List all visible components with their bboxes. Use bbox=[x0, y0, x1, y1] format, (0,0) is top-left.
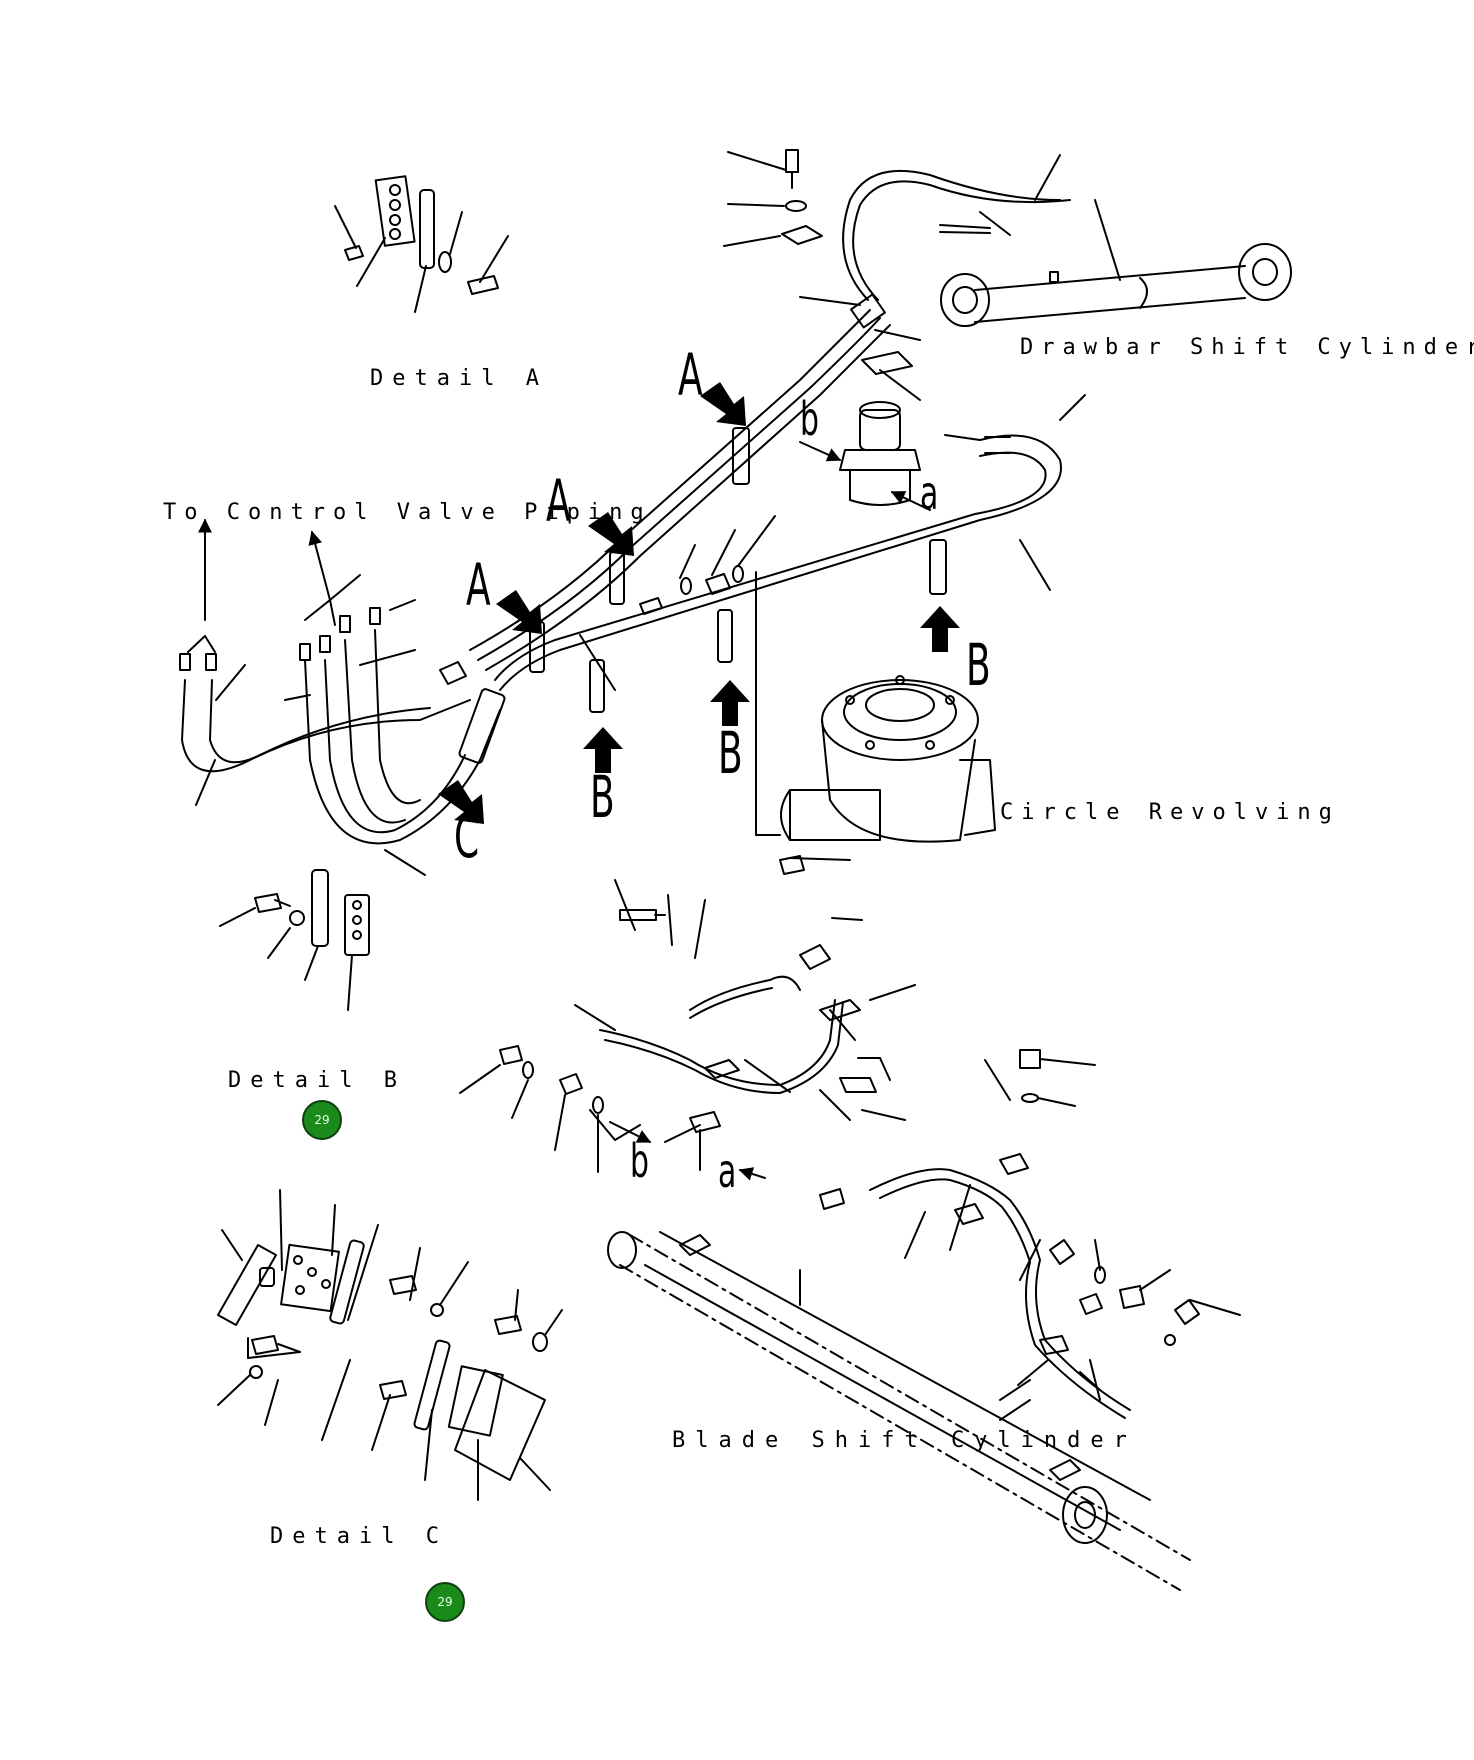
view-marker-b-1: B bbox=[966, 631, 991, 699]
top-fastener-stack bbox=[723, 149, 823, 247]
blade-shift-hose-lower bbox=[819, 1049, 1241, 1419]
detail-c-label: Detail C bbox=[270, 1524, 448, 1549]
circle-revolving-label: Circle Revolving bbox=[1000, 800, 1340, 825]
detail-a-label: Detail A bbox=[370, 366, 548, 391]
swivel-joint bbox=[799, 401, 931, 511]
blade-shift-cylinder-drawing bbox=[607, 1231, 1191, 1591]
detail-b-label: Detail B bbox=[228, 1068, 406, 1093]
connection-marker-b-upper: b bbox=[800, 392, 819, 446]
view-marker-a-3: A bbox=[466, 551, 491, 619]
view-marker-a-2: A bbox=[546, 467, 571, 535]
detail-c-parts bbox=[217, 1189, 563, 1501]
detail-b-parts bbox=[219, 869, 370, 1011]
connection-marker-b-lower: b bbox=[630, 1134, 649, 1188]
pointer-arrows bbox=[438, 382, 960, 824]
view-marker-b-3: B bbox=[590, 763, 615, 831]
arrow-a-1 bbox=[700, 382, 746, 426]
connection-marker-a-lower: a bbox=[718, 1144, 737, 1198]
arrow-c bbox=[438, 780, 484, 824]
to-control-valve-label: To Control Valve Piping bbox=[163, 500, 652, 525]
view-marker-c: C bbox=[454, 803, 480, 871]
arrow-b-2 bbox=[710, 680, 750, 726]
connection-marker-a-upper: a bbox=[920, 466, 939, 520]
arrow-a-3 bbox=[496, 590, 542, 634]
blade-shift-hose-upper bbox=[459, 855, 916, 1181]
fitting-group bbox=[579, 515, 781, 836]
detail-b-page-link-badge[interactable]: 29 bbox=[302, 1100, 342, 1140]
arrow-b-3 bbox=[583, 727, 623, 773]
right-loop-hoses bbox=[494, 394, 1086, 713]
arrow-a-2 bbox=[588, 512, 634, 556]
detail-c-page-link-badge[interactable]: 29 bbox=[425, 1582, 465, 1622]
view-marker-a-1: A bbox=[678, 341, 703, 409]
circle-revolving-motor bbox=[780, 675, 996, 843]
arrow-b-1 bbox=[920, 606, 960, 652]
blade-shift-cylinder-label: Blade Shift Cylinder bbox=[672, 1428, 1137, 1453]
view-marker-b-2: B bbox=[718, 719, 743, 787]
drawbar-shift-cylinder-label: Drawbar Shift Cylinder bbox=[1020, 335, 1474, 360]
detail-a-parts bbox=[334, 175, 509, 313]
control-valve-hoses bbox=[179, 518, 506, 876]
drawbar-shift-cylinder-drawing bbox=[842, 154, 1292, 327]
